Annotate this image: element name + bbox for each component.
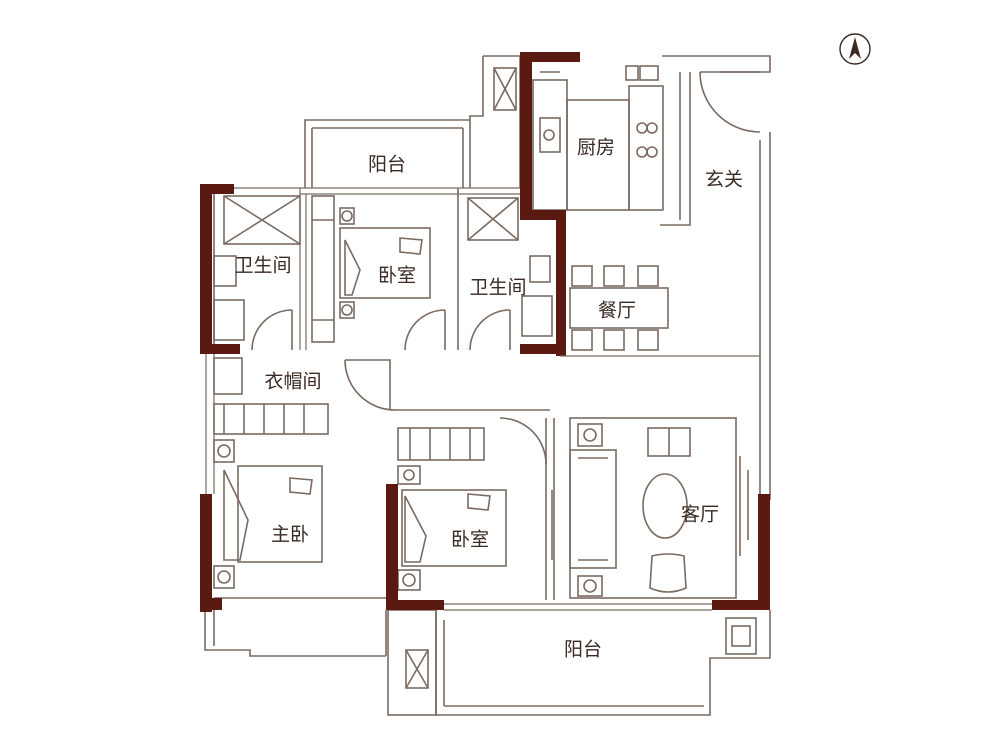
kitchen-counter [532,79,568,211]
wardrobe [311,195,335,343]
label-kitchen: 厨房 [576,136,616,159]
armchair [649,553,687,593]
outer-wall-outline [662,55,771,73]
sofa [569,449,617,569]
label-bedroom-mid: 卧室 [450,528,490,551]
bed-mid [401,489,507,567]
label-bath-left: 卫生间 [234,254,292,277]
label-closet: 衣帽间 [264,370,322,393]
bed-top [339,227,431,299]
label-entrance: 玄关 [704,168,744,191]
label-living: 客厅 [680,503,720,526]
wall-segment [520,52,580,62]
outer-wall-outline [469,56,484,188]
label-balcony-bottom: 阳台 [563,638,603,661]
closet-shelf [213,357,243,395]
bed-master [237,465,323,563]
bath-mid-shower [467,197,519,241]
north-arrow-icon [839,33,871,65]
label-bath-mid: 卫生间 [469,276,527,299]
label-balcony-top: 阳台 [367,153,407,176]
dining-table [569,287,669,329]
coffee-table [642,473,688,539]
outer-wall-outline [483,55,521,188]
label-bedroom-top: 卧室 [377,264,417,287]
entrance-door-arc [699,71,761,133]
balcony-bottom-outline [435,610,771,716]
label-dining: 餐厅 [597,299,637,322]
wardrobe-mid [397,427,485,461]
label-master-bedroom: 主卧 [270,523,310,546]
balcony-top-outline [304,119,470,188]
